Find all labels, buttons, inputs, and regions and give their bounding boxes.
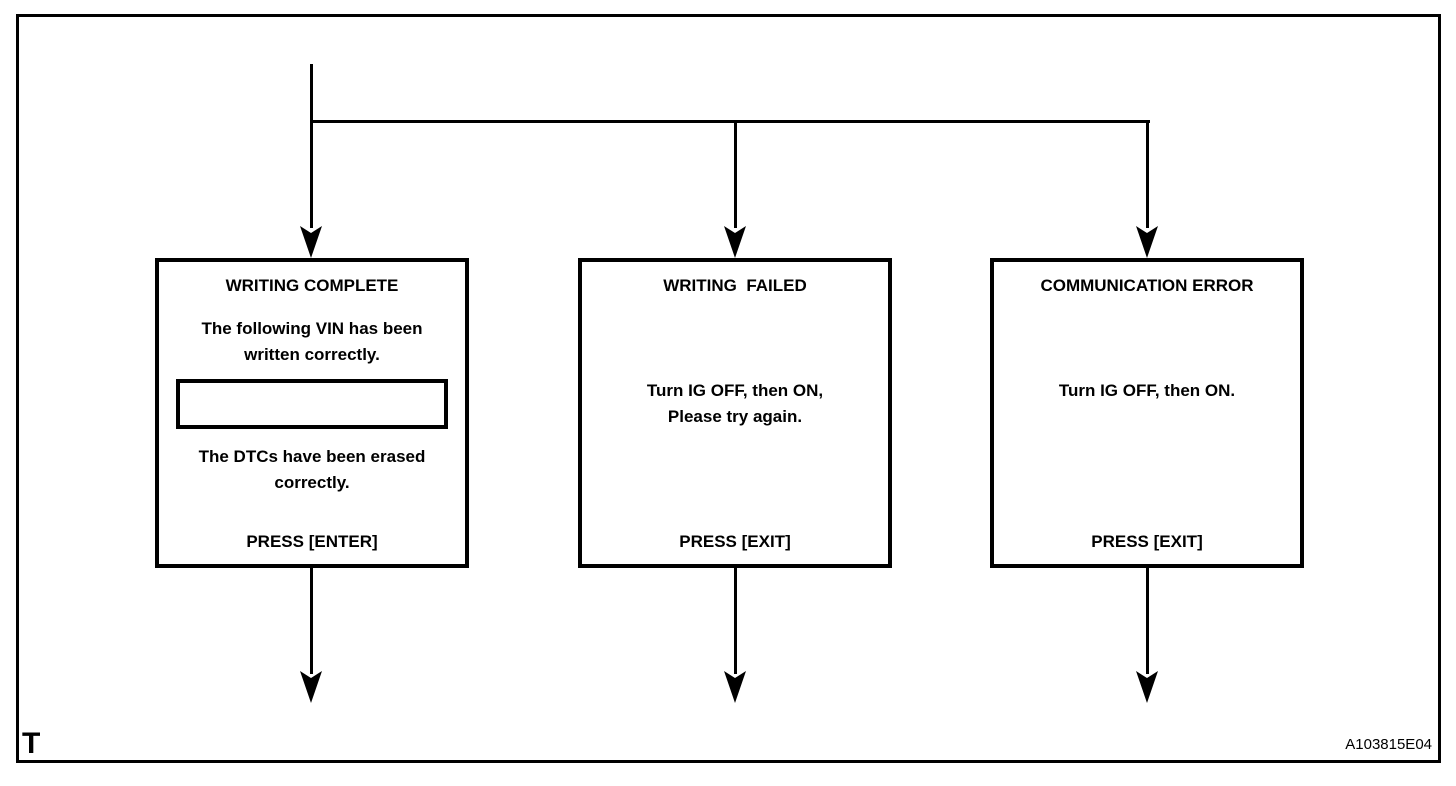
screen-writing-complete: WRITING COMPLETE The following VIN has b… <box>155 258 469 568</box>
page-corner-label: T <box>22 727 41 760</box>
screen-message: Turn IG OFF, then ON, Please try again. <box>646 381 824 426</box>
press-enter-label: PRESS [ENTER] <box>246 532 378 551</box>
screen-title: WRITING FAILED <box>663 276 807 295</box>
connector-out-left <box>310 566 313 674</box>
connector-drop-right <box>1146 120 1149 228</box>
screen-message-bottom: The DTCs have been erased correctly. <box>198 447 426 492</box>
connector-drop-left <box>310 120 313 228</box>
screen-title: WRITING COMPLETE <box>225 276 399 295</box>
connector-out-middle <box>734 566 737 674</box>
connector-drop-middle <box>734 120 737 228</box>
vin-value-box <box>176 379 448 429</box>
figure-reference-code: A103815E04 <box>1345 736 1432 753</box>
screen-message: Turn IG OFF, then ON. <box>1058 381 1236 400</box>
screen-communication-error: COMMUNICATION ERROR Turn IG OFF, then ON… <box>990 258 1304 568</box>
screen-message-top: The following VIN has been written corre… <box>201 319 423 364</box>
connector-stem-top <box>310 64 313 123</box>
press-exit-label: PRESS [EXIT] <box>1091 532 1203 551</box>
screen-writing-failed: WRITING FAILED Turn IG OFF, then ON, Ple… <box>578 258 892 568</box>
connector-out-right <box>1146 566 1149 674</box>
press-exit-label: PRESS [EXIT] <box>679 532 791 551</box>
figure-border <box>16 14 1441 763</box>
connector-branch-horizontal <box>310 120 1150 123</box>
screen-title: COMMUNICATION ERROR <box>1040 276 1254 295</box>
